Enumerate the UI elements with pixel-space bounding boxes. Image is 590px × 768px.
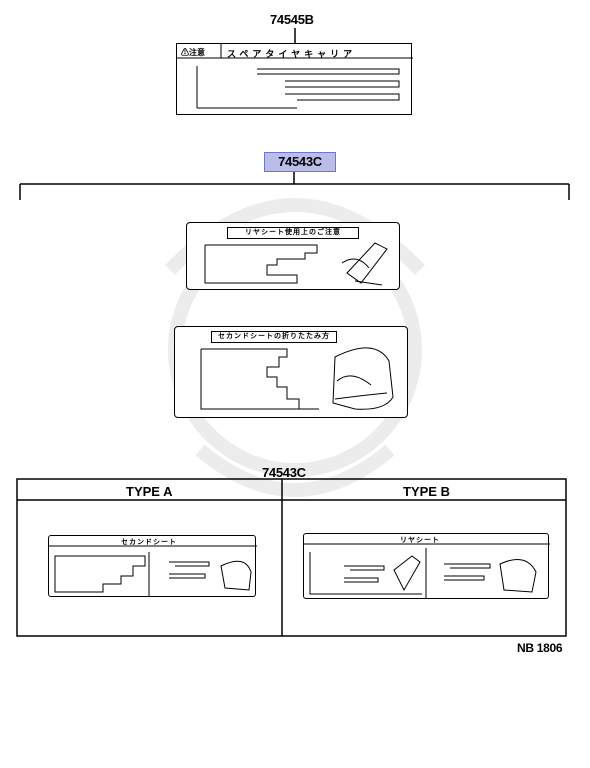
label1-title-box: リヤシート使用上のご注意 (227, 227, 359, 239)
label2-title: セカンドシートの折りたたみ方 (218, 333, 330, 340)
type-table-grid (16, 478, 567, 637)
type-a-sticker: セカンドシート (48, 535, 257, 597)
label-title-spare-tire: スペアタイヤキャリア (227, 49, 357, 59)
label-text-lines (177, 44, 413, 109)
label1-drawing (204, 242, 388, 286)
type-b-header: TYPE B (403, 484, 450, 499)
type-a-sticker-title: セカンドシート (121, 539, 177, 546)
diagram-code: NB 1806 (517, 641, 563, 655)
type-b-sticker-drawing (304, 543, 550, 598)
part-number-74543c[interactable]: 74543C (264, 152, 336, 172)
part-number-74543c-table[interactable]: 74543C (262, 465, 306, 480)
caution-text: ⚠注意 (181, 48, 205, 57)
type-b-sticker: リヤシート (303, 533, 550, 599)
type-a-sticker-drawing (49, 545, 257, 596)
label2-title-box: セカンドシートの折りたたみ方 (211, 331, 337, 343)
type-b-sticker-title: リヤシート (400, 537, 440, 544)
label2-drawing (200, 347, 394, 410)
type-a-header: TYPE A (126, 484, 173, 499)
rear-seat-caution-label: リヤシート使用上のご注意 (186, 222, 400, 290)
bracket-lines (19, 172, 570, 200)
part-number-74545b[interactable]: 74545B (270, 12, 314, 27)
label1-title: リヤシート使用上のご注意 (245, 229, 341, 236)
spare-tire-carrier-label: ⚠注意 スペアタイヤキャリア (176, 43, 413, 115)
leader-line-top (294, 28, 296, 44)
second-seat-folding-label: セカンドシートの折りたたみ方 (174, 326, 408, 418)
